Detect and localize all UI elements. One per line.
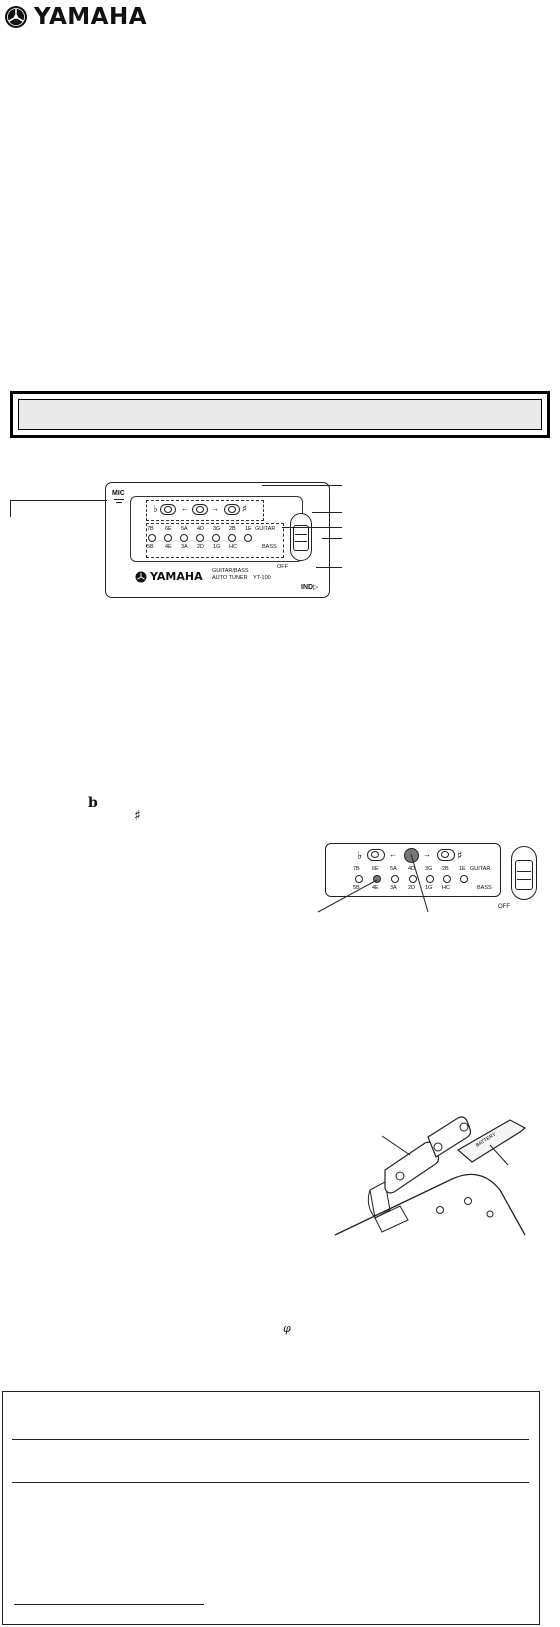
arrow-left-icon: ← [181,504,189,513]
example-bass-string-label: 3A [390,885,397,891]
sharp-lamp [224,504,240,515]
sharp-symbol: ♯ [242,504,247,515]
owner-record-box [2,1391,540,1625]
example-guitar-label: GUITAR [470,866,491,872]
switch-knob [293,525,309,551]
bass-string-label: HC [229,544,237,550]
diameter-symbol: φ [283,1322,291,1335]
example-guitar-string-label: 2B [442,866,449,872]
tuner-brand-logo: YAMAHA [135,570,203,583]
mic-mark [116,502,122,503]
arrow-right-icon: → [211,504,219,513]
example-string-lamp-lit [373,875,381,883]
switch-ridge [517,871,531,872]
guitar-label: GUITAR [255,526,276,532]
string-lamp [180,534,188,542]
example-guitar-string-label: 7B [353,866,360,872]
bass-leader-line [282,527,342,528]
string-lamp [164,534,172,542]
example-guitar-string-label: 1E [459,866,466,872]
flat-symbol-text: b [88,795,98,811]
example-bass-label: BASS [477,885,492,891]
yamaha-tuning-fork-emblem-icon [5,6,27,28]
sharp-symbol-text: ♯ [134,808,141,824]
ind-arrow-icon: ▷ [313,584,319,591]
in-tune-lamp [192,504,208,515]
string-lamp [244,534,252,542]
model-line-1: GUITAR/BASS [212,568,249,574]
example-bass-string-label: 5B [353,885,360,891]
example-string-lamp [443,875,451,883]
arrow-left-icon: ← [389,850,397,859]
arrow-right-icon: → [423,850,431,859]
ind-label: IND [301,584,314,591]
bass-string-label: 1G [213,544,221,550]
mic-leader-line [10,500,107,501]
bass-string-label: 2D [197,544,205,550]
tuner-brand-text: YAMAHA [150,570,203,583]
bass-string-label: 5B [147,544,154,550]
example-string-lamp [409,875,417,883]
example-bass-string-label: 1G [425,885,433,891]
off-label: OFF [277,564,288,570]
example-bass-string-label: HC [442,885,450,891]
ind-leader-line [316,567,342,568]
meter-leader-line [262,485,342,486]
switch-ridge [517,879,531,880]
model-line-2: AUTO TUNER [212,575,248,581]
model-number: YT-100 [253,575,271,581]
example-string-lamp [426,875,434,883]
example-leader-lines [317,853,429,913]
switch-ridge [295,541,307,542]
example-switch-knob [515,860,533,890]
guitar-string-label: 7B [147,526,154,532]
example-string-lamp [460,875,468,883]
example-string-lamp [391,875,399,883]
guitar-string-label: 2B [229,526,236,532]
example-flat-symbol: ♭ [357,849,363,862]
string-lamp [148,534,156,542]
guitar-leader-line [312,512,342,513]
bass-string-label: 3A [181,544,188,550]
string-lamp [212,534,220,542]
example-flat-lamp [367,849,385,861]
example-off-label: OFF [498,904,510,910]
section-heading-banner-inner [18,399,542,430]
example-guitar-string-label: 6E [372,866,379,872]
bass-label: BASS [262,544,277,550]
flat-symbol: ♭ [153,504,158,515]
record-line-2 [12,1482,529,1483]
mic-mark [114,499,124,500]
guitar-string-label: 3G [213,526,221,532]
flat-lamp [160,504,176,515]
record-line-3 [14,1604,204,1605]
yamaha-logo: YAMAHA [4,4,147,30]
section-heading-banner [10,391,550,438]
switch-leader-line [322,538,342,539]
meter-dashed-outline [146,500,264,521]
example-guitar-string-label: 3G [425,866,433,872]
example-bass-string-label: 4E [372,885,379,891]
record-line-1 [12,1439,529,1440]
battery-installation-illustration: BATTERY [334,1116,527,1236]
guitar-string-label: 4D [197,526,205,532]
example-sharp-lamp [437,849,455,861]
example-string-lamp [355,875,363,883]
yamaha-logo-text: YAMAHA [34,4,147,30]
yamaha-small-emblem-icon [135,571,147,582]
mic-label: MIC [112,490,125,497]
example-guitar-string-label: 4D [408,866,416,872]
example-bass-string-label: 2D [408,885,416,891]
guitar-string-label: 1E [245,526,252,532]
example-sharp-symbol: ♯ [457,849,463,862]
guitar-string-label: 5A [181,526,188,532]
mic-leader-tick [10,500,11,517]
guitar-string-label: 6E [165,526,172,532]
bass-string-label: 4E [165,544,172,550]
string-lamp [228,534,236,542]
switch-ridge [295,534,307,535]
string-dashed-outline [146,523,284,558]
string-lamp [196,534,204,542]
example-guitar-string-label: 5A [390,866,397,872]
